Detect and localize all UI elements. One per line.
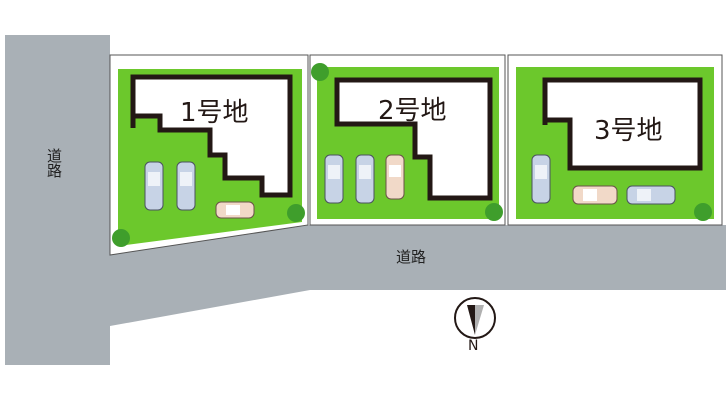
trees <box>112 63 712 247</box>
car <box>215 201 255 219</box>
road-bottom-label: 道路 <box>396 248 427 266</box>
car <box>531 154 551 204</box>
tree-icon <box>485 203 503 221</box>
road-bottom <box>110 225 726 326</box>
car <box>626 185 676 205</box>
tree-icon <box>112 229 130 247</box>
lot-3 <box>507 54 723 226</box>
car <box>355 154 375 204</box>
tree-icon <box>287 204 305 222</box>
road-left <box>5 35 110 365</box>
road-left-label: 道路 <box>45 148 63 178</box>
lot-3-label: 3号地 <box>594 116 663 146</box>
car <box>572 185 618 205</box>
car <box>324 154 344 204</box>
tree-icon <box>311 63 329 81</box>
lot-2-label: 2号地 <box>378 96 447 126</box>
car <box>176 161 196 211</box>
lot-1-label: 1号地 <box>180 98 249 128</box>
car <box>385 154 405 200</box>
lot-1 <box>109 54 309 256</box>
compass-north-icon <box>454 297 496 339</box>
compass-label: N <box>468 338 479 354</box>
car <box>144 161 164 211</box>
building-outline <box>334 77 493 201</box>
tree-icon <box>694 203 712 221</box>
cars <box>144 154 676 219</box>
